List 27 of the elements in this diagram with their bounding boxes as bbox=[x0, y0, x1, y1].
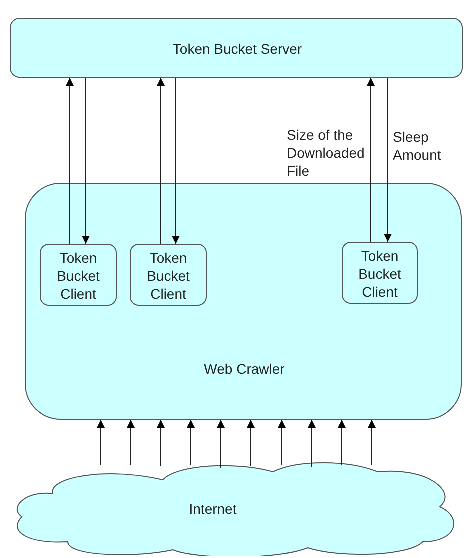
arrow bbox=[157, 420, 165, 466]
arrow bbox=[172, 78, 180, 244]
arrow bbox=[217, 420, 225, 468]
arrow bbox=[308, 420, 316, 468]
arrow bbox=[82, 78, 90, 244]
arrow bbox=[66, 78, 74, 244]
arrow bbox=[384, 78, 392, 242]
container-box bbox=[25, 183, 462, 420]
arrow bbox=[127, 420, 135, 466]
process-box bbox=[40, 244, 117, 306]
arrow bbox=[278, 420, 286, 466]
arrow bbox=[368, 420, 376, 466]
node-label: Web Crawler bbox=[203, 360, 286, 378]
arrow bbox=[97, 420, 105, 466]
process-box bbox=[130, 244, 207, 306]
node-label: Token Bucket Client bbox=[56, 249, 101, 303]
node-label: Token Bucket Client bbox=[358, 247, 402, 301]
arrow bbox=[157, 78, 165, 244]
arrow bbox=[367, 78, 375, 242]
arrow bbox=[338, 420, 346, 466]
process-box bbox=[342, 242, 418, 304]
node-label: Token Bucket Server bbox=[172, 40, 304, 58]
arrow bbox=[247, 420, 255, 466]
node-label: Internet bbox=[188, 500, 238, 518]
arrow bbox=[187, 420, 195, 466]
container-box bbox=[10, 18, 463, 78]
node-label: Token Bucket Client bbox=[146, 249, 191, 303]
